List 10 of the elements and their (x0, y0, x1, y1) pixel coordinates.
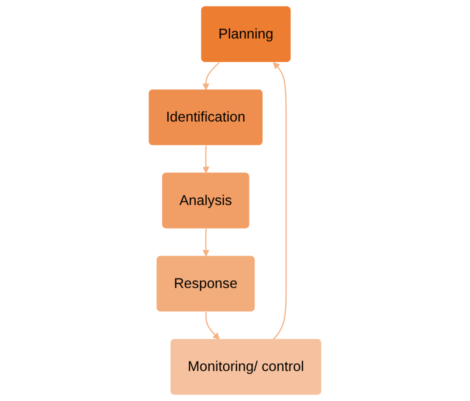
node-box: Identification (148, 89, 263, 146)
arrow (202, 146, 210, 174)
node-box: Analysis (162, 172, 250, 228)
node-box: Response (156, 256, 255, 312)
node-box: Monitoring/ control (170, 339, 322, 395)
arrow (205, 312, 220, 340)
arrow (202, 62, 220, 90)
node-box: Planning (201, 6, 291, 62)
arrow (272, 62, 287, 340)
arrow (202, 228, 210, 257)
